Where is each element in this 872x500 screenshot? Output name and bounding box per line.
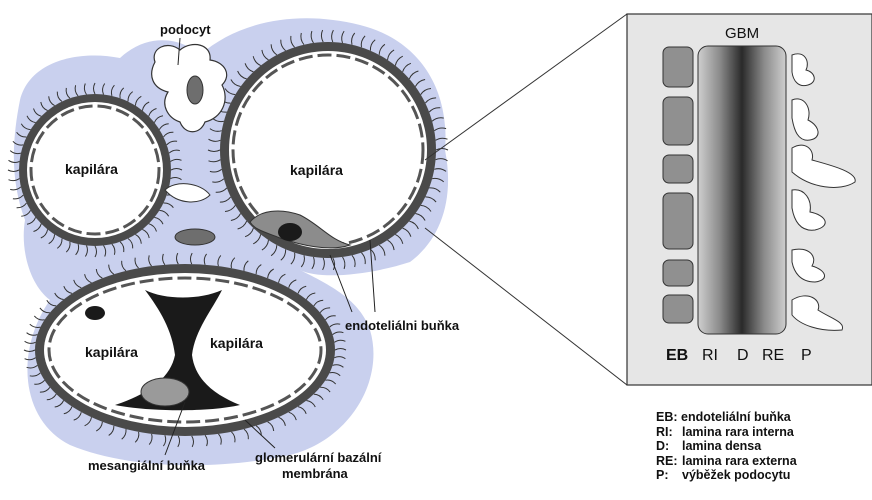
column-d: D [737,347,749,364]
capillary-label-3: kapilára [85,344,138,360]
mesangial-cell-label: mesangiální buňka [88,458,206,473]
endothelial-cell-label: endoteliálni buňka [345,318,460,333]
gbm-detail-panel: GBM EB RI D RE P [627,14,872,385]
gbm-label-line1: glomerulární bazální [255,450,382,465]
gbm-title: GBM [725,25,759,42]
column-ri: RI [702,347,718,364]
column-re: RE [762,347,784,364]
capillary-label-4: kapilára [210,335,263,351]
podocyte-label: podocyt [160,22,211,37]
legend-row-re: RE:lamina rara externa [656,454,872,469]
gbm-label-line2: membrána [282,466,349,481]
capillary-bottom-pair [35,264,335,436]
zoom-line-top [425,14,627,160]
legend-row-ri: RI:lamina rara interna [656,425,872,440]
legend-row-eb: EB: endoteliální buňka [656,410,872,425]
capillary-label-2: kapilára [290,162,343,178]
capillary-top-right [220,42,436,258]
zoom-line-bottom [425,228,627,385]
column-p: P [801,347,812,364]
column-eb: EB [666,347,688,364]
legend: EB: endoteliální buňka RI:lamina rara in… [656,410,872,483]
legend-row-p: P:výběžek podocytu [656,468,872,483]
capillary-label-1: kapilára [65,161,118,177]
legend-row-d: D:lamina densa [656,439,872,454]
